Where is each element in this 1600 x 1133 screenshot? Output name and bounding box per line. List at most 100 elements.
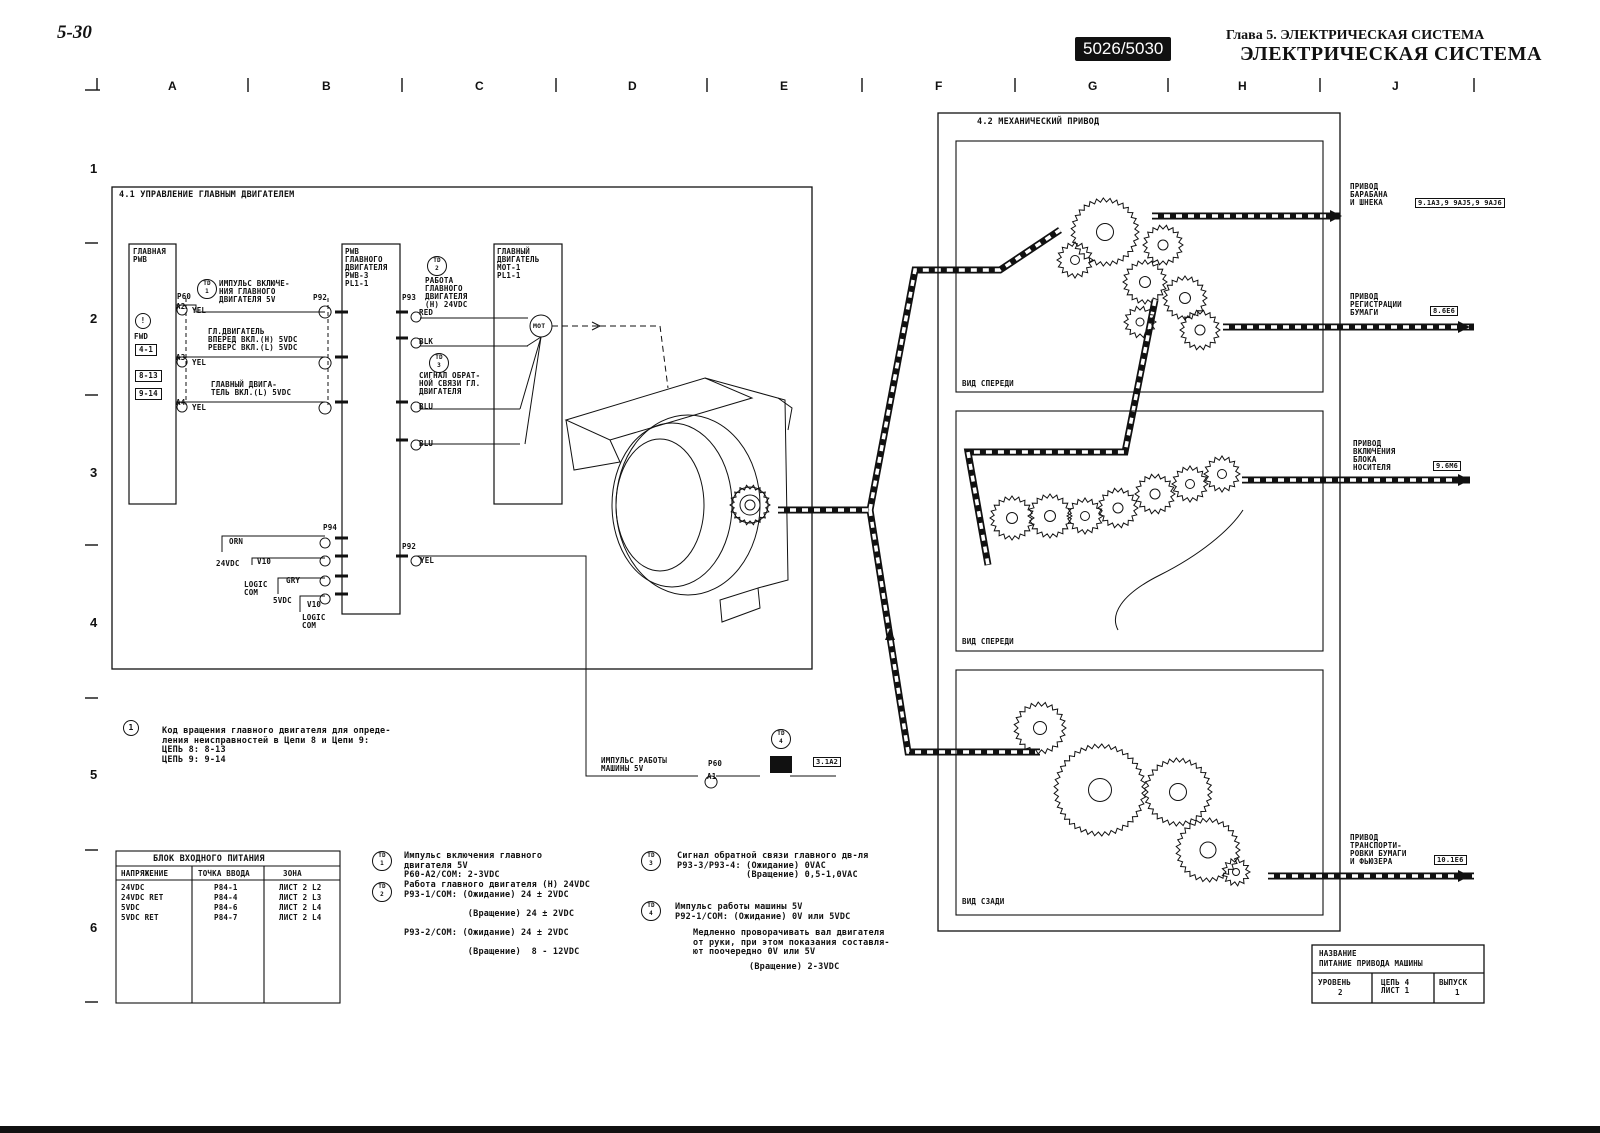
machine-pulse-label: ИМПУЛЬС РАБОТЫ МАШИНЫ 5V bbox=[601, 756, 668, 773]
gear-icon bbox=[1221, 857, 1252, 887]
gear-icon bbox=[1123, 305, 1157, 339]
gear-hub-icon bbox=[1185, 479, 1195, 489]
title-issue-value: 1 bbox=[1455, 988, 1460, 997]
grid-col-a: A bbox=[168, 79, 177, 93]
grid-row-3: 3 bbox=[90, 465, 98, 480]
motor-illustration bbox=[564, 377, 793, 623]
power-table-cell: P84-6 bbox=[214, 903, 238, 912]
grid-row-2: 2 bbox=[90, 311, 98, 326]
machine-pulse-conn: P60 bbox=[708, 759, 723, 768]
power-table-title: БЛОК ВХОДНОГО ПИТАНИЯ bbox=[153, 854, 265, 864]
pwb-motor-label: PWB ГЛАВНОГО ДВИГАТЕЛЯ PWB-3 PL1-1 bbox=[345, 247, 388, 288]
gear-hub-icon bbox=[1044, 510, 1056, 522]
gear-hub-icon bbox=[1179, 292, 1191, 304]
v10a-label: V10 bbox=[257, 557, 272, 566]
scan-edge-band bbox=[0, 1126, 1600, 1133]
gear-hub-icon bbox=[1199, 841, 1217, 859]
main-motor-label: ГЛАВНЫЙ ДВИГАТЕЛЬ MOT-1 PL1-1 bbox=[497, 247, 540, 280]
gear-icon bbox=[1097, 487, 1139, 529]
pin-a3: A3 bbox=[176, 353, 186, 362]
view-rear-label: ВИД СЗАДИ bbox=[962, 897, 1005, 906]
manual-note-text: Медленно проворачивать вал двигателя от … bbox=[693, 928, 890, 957]
grid-col-h: H bbox=[1238, 79, 1247, 93]
orn-label: ORN bbox=[229, 537, 244, 546]
model-badge: 5026/5030 bbox=[1075, 37, 1172, 61]
panel-42-frame bbox=[937, 112, 1341, 932]
signal-motor-on: ГЛАВНЫЙ ДВИГА- ТЕЛЬ ВКЛ.(L) 5VDC bbox=[211, 380, 292, 397]
gear-hub-icon bbox=[1135, 317, 1145, 327]
drive-developer-ref: 9.6M6 bbox=[1433, 461, 1462, 471]
mot-label: MOT bbox=[533, 322, 546, 330]
td1-note-text: Импульс включения главного двигателя 5V … bbox=[404, 851, 543, 880]
drive-transport-label: ПРИВОД ТРАНСПОРТИ- РОВКИ БУМАГИ И ФЬЮЗЕР… bbox=[1350, 833, 1407, 866]
grid-col-b: B bbox=[322, 79, 331, 93]
power-table-cell: 24VDC bbox=[121, 883, 145, 892]
p60-label: P60 bbox=[177, 292, 192, 301]
main-pwb-box bbox=[128, 243, 177, 505]
signal-fwd-rev: ГЛ.ДВИГАТЕЛЬ ВПЕРЕД ВКЛ.(H) 5VDC РЕВЕРС … bbox=[208, 327, 298, 352]
gear-icon bbox=[1143, 757, 1213, 827]
rotation-note-text: Код вращения главного двигателя для опре… bbox=[162, 726, 391, 765]
view-front-1-frame bbox=[955, 140, 1324, 393]
drive-registration-label: ПРИВОД РЕГИСТРАЦИИ БУМАГИ bbox=[1350, 292, 1402, 317]
gear-illustrations bbox=[729, 197, 1252, 887]
grid-col-e: E bbox=[780, 79, 789, 93]
td2-note-marker: TD 2 bbox=[372, 882, 392, 902]
gear-hub-icon bbox=[1006, 512, 1018, 524]
display-icon bbox=[770, 756, 792, 773]
wire-red: RED bbox=[419, 308, 434, 317]
grid-row-4: 4 bbox=[90, 615, 98, 630]
wire-blk: BLK bbox=[419, 337, 434, 346]
td3-note-marker: TD 3 bbox=[641, 851, 661, 871]
gear-icon bbox=[1056, 241, 1094, 279]
panel-41-title: 4.1 УПРАВЛЕНИЕ ГЛАВНЫМ ДВИГАТЕЛЕМ bbox=[119, 190, 295, 200]
pin-stubs bbox=[335, 310, 408, 596]
view-front-2-label: ВИД СПЕРЕДИ bbox=[962, 637, 1014, 646]
gear-hub-icon bbox=[1112, 502, 1124, 514]
title-name-value: ПИТАНИЕ ПРИВОДА МАШИНЫ bbox=[1319, 959, 1423, 968]
p93-label: P93 bbox=[402, 293, 417, 302]
p92-yel: YEL bbox=[420, 556, 435, 565]
gry-label: GRY bbox=[286, 576, 301, 585]
power-table-cell: 24VDC RET bbox=[121, 893, 164, 902]
logic-com-a: LOGIC COM bbox=[244, 580, 268, 597]
title-name-label: НАЗВАНИЕ bbox=[1319, 949, 1357, 958]
grid-row-1: 1 bbox=[90, 161, 98, 176]
td2-note-text: Работа главного двигателя (H) 24VDC P93-… bbox=[404, 880, 591, 957]
machine-pulse-pin: A1 bbox=[707, 772, 717, 781]
gear-hub-icon bbox=[1088, 778, 1112, 802]
gear-icon bbox=[1013, 701, 1067, 755]
code-4-1: 4-1 bbox=[135, 344, 158, 356]
page-number: 5-30 bbox=[57, 22, 92, 43]
logic-com-b: LOGIC COM bbox=[302, 613, 326, 630]
title-block-lines bbox=[1311, 944, 1485, 1004]
power-table-lines bbox=[115, 850, 341, 1004]
gear-hub-icon bbox=[1232, 868, 1240, 876]
td2-marker: TD 2 bbox=[427, 256, 447, 276]
gear-icon bbox=[1171, 465, 1209, 503]
gear-icon bbox=[729, 484, 771, 526]
power-table-cell: 5VDC bbox=[121, 903, 140, 912]
gear-icon bbox=[1134, 473, 1176, 515]
power-header-zone: ЗОНА bbox=[283, 869, 302, 878]
grid-row-6: 6 bbox=[90, 920, 98, 935]
drive-drum-ref: 9.1A3,9 9AJ5,9 9AJ6 bbox=[1415, 198, 1505, 208]
pin-a2: A2 bbox=[176, 302, 186, 311]
grid-col-f: F bbox=[935, 79, 943, 93]
td1-note-marker: TD 1 bbox=[372, 851, 392, 871]
signal-feedback: СИГНАЛ ОБРАТ- НОЙ СВЯЗИ ГЛ. ДВИГАТЕЛЯ bbox=[419, 371, 481, 396]
pin-a4: A4 bbox=[176, 398, 186, 407]
p93-wires bbox=[410, 311, 669, 451]
drive-registration-ref: 8.6E6 bbox=[1430, 306, 1459, 316]
grid-col-g: G bbox=[1088, 79, 1098, 93]
gear-icon bbox=[1053, 743, 1147, 837]
p94-label: P94 bbox=[323, 523, 338, 532]
belt-lines bbox=[778, 210, 1474, 882]
power-table-cell: P84-7 bbox=[214, 913, 238, 922]
wire-blu-1: BLU bbox=[419, 402, 434, 411]
power-table-cell: 5VDC RET bbox=[121, 913, 159, 922]
power-table-cell: ЛИСТ 2 L4 bbox=[279, 913, 322, 922]
gear-hub-icon bbox=[1157, 239, 1169, 251]
gear-hub-icon bbox=[1080, 511, 1090, 521]
power-table-cell: P84-1 bbox=[214, 883, 238, 892]
